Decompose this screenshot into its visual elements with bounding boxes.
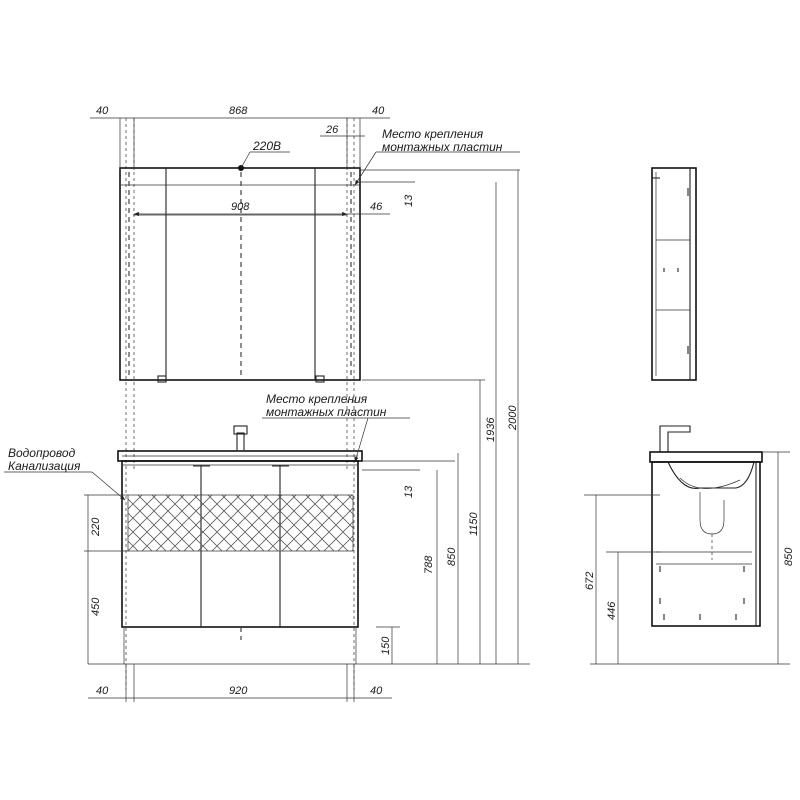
faucet-side-icon — [659, 425, 691, 453]
alignment-guides — [125, 118, 355, 690]
note-water-supply: Водопровод — [8, 446, 76, 460]
dim-672: 672 — [584, 572, 596, 590]
decor-lattice — [127, 494, 354, 552]
dim-2000: 2000 — [507, 405, 519, 431]
note-sewer: Канализация — [8, 459, 81, 473]
dim-bottom-920: 920 — [229, 685, 248, 697]
note-mounting-top-1: Место крепления — [382, 127, 484, 141]
dim-850-side: 850 — [783, 547, 795, 566]
dim-top-13: 13 — [403, 194, 415, 207]
dim-side-offset: 46 — [370, 201, 383, 213]
vanity-side — [590, 425, 790, 665]
dim-1150: 1150 — [468, 511, 480, 536]
power-label: 220В — [252, 139, 281, 153]
dim-1936: 1936 — [485, 417, 497, 442]
dim-bottom-right-40: 40 — [370, 685, 383, 697]
dim-bottom-left-40: 40 — [96, 685, 109, 697]
faucet-icon — [233, 425, 248, 435]
note-mounting-bottom-2: монтажных пластин — [266, 405, 387, 419]
dim-788: 788 — [423, 555, 435, 574]
dim-plate-offset: 26 — [325, 124, 339, 136]
vanity-annotations: Место крепления монтажных пластин Водопр… — [4, 170, 519, 702]
dim-850-front: 850 — [446, 547, 458, 566]
dim-bottom-13: 13 — [403, 485, 415, 498]
dim-hatch-220: 220 — [90, 517, 102, 537]
top-dimensions: 40 868 40 26 220В 908 46 Место крепления… — [90, 105, 520, 217]
dim-top-width: 868 — [229, 105, 248, 117]
dim-inner-width: 908 — [231, 201, 250, 213]
note-mounting-top-2: монтажных пластин — [382, 140, 503, 154]
dim-leg-150: 150 — [380, 636, 392, 655]
mirror-cabinet-front — [119, 165, 361, 383]
dim-top-left-gap: 40 — [96, 105, 109, 117]
dim-446: 446 — [606, 601, 618, 620]
vanity-front — [88, 425, 530, 665]
side-dimensions: 672 446 850 — [584, 451, 795, 664]
mirror-cabinet-side — [651, 167, 697, 381]
dim-pipe-450: 450 — [90, 597, 102, 616]
dim-top-right-gap: 40 — [372, 105, 385, 117]
note-mounting-bottom-1: Место крепления — [266, 392, 368, 406]
